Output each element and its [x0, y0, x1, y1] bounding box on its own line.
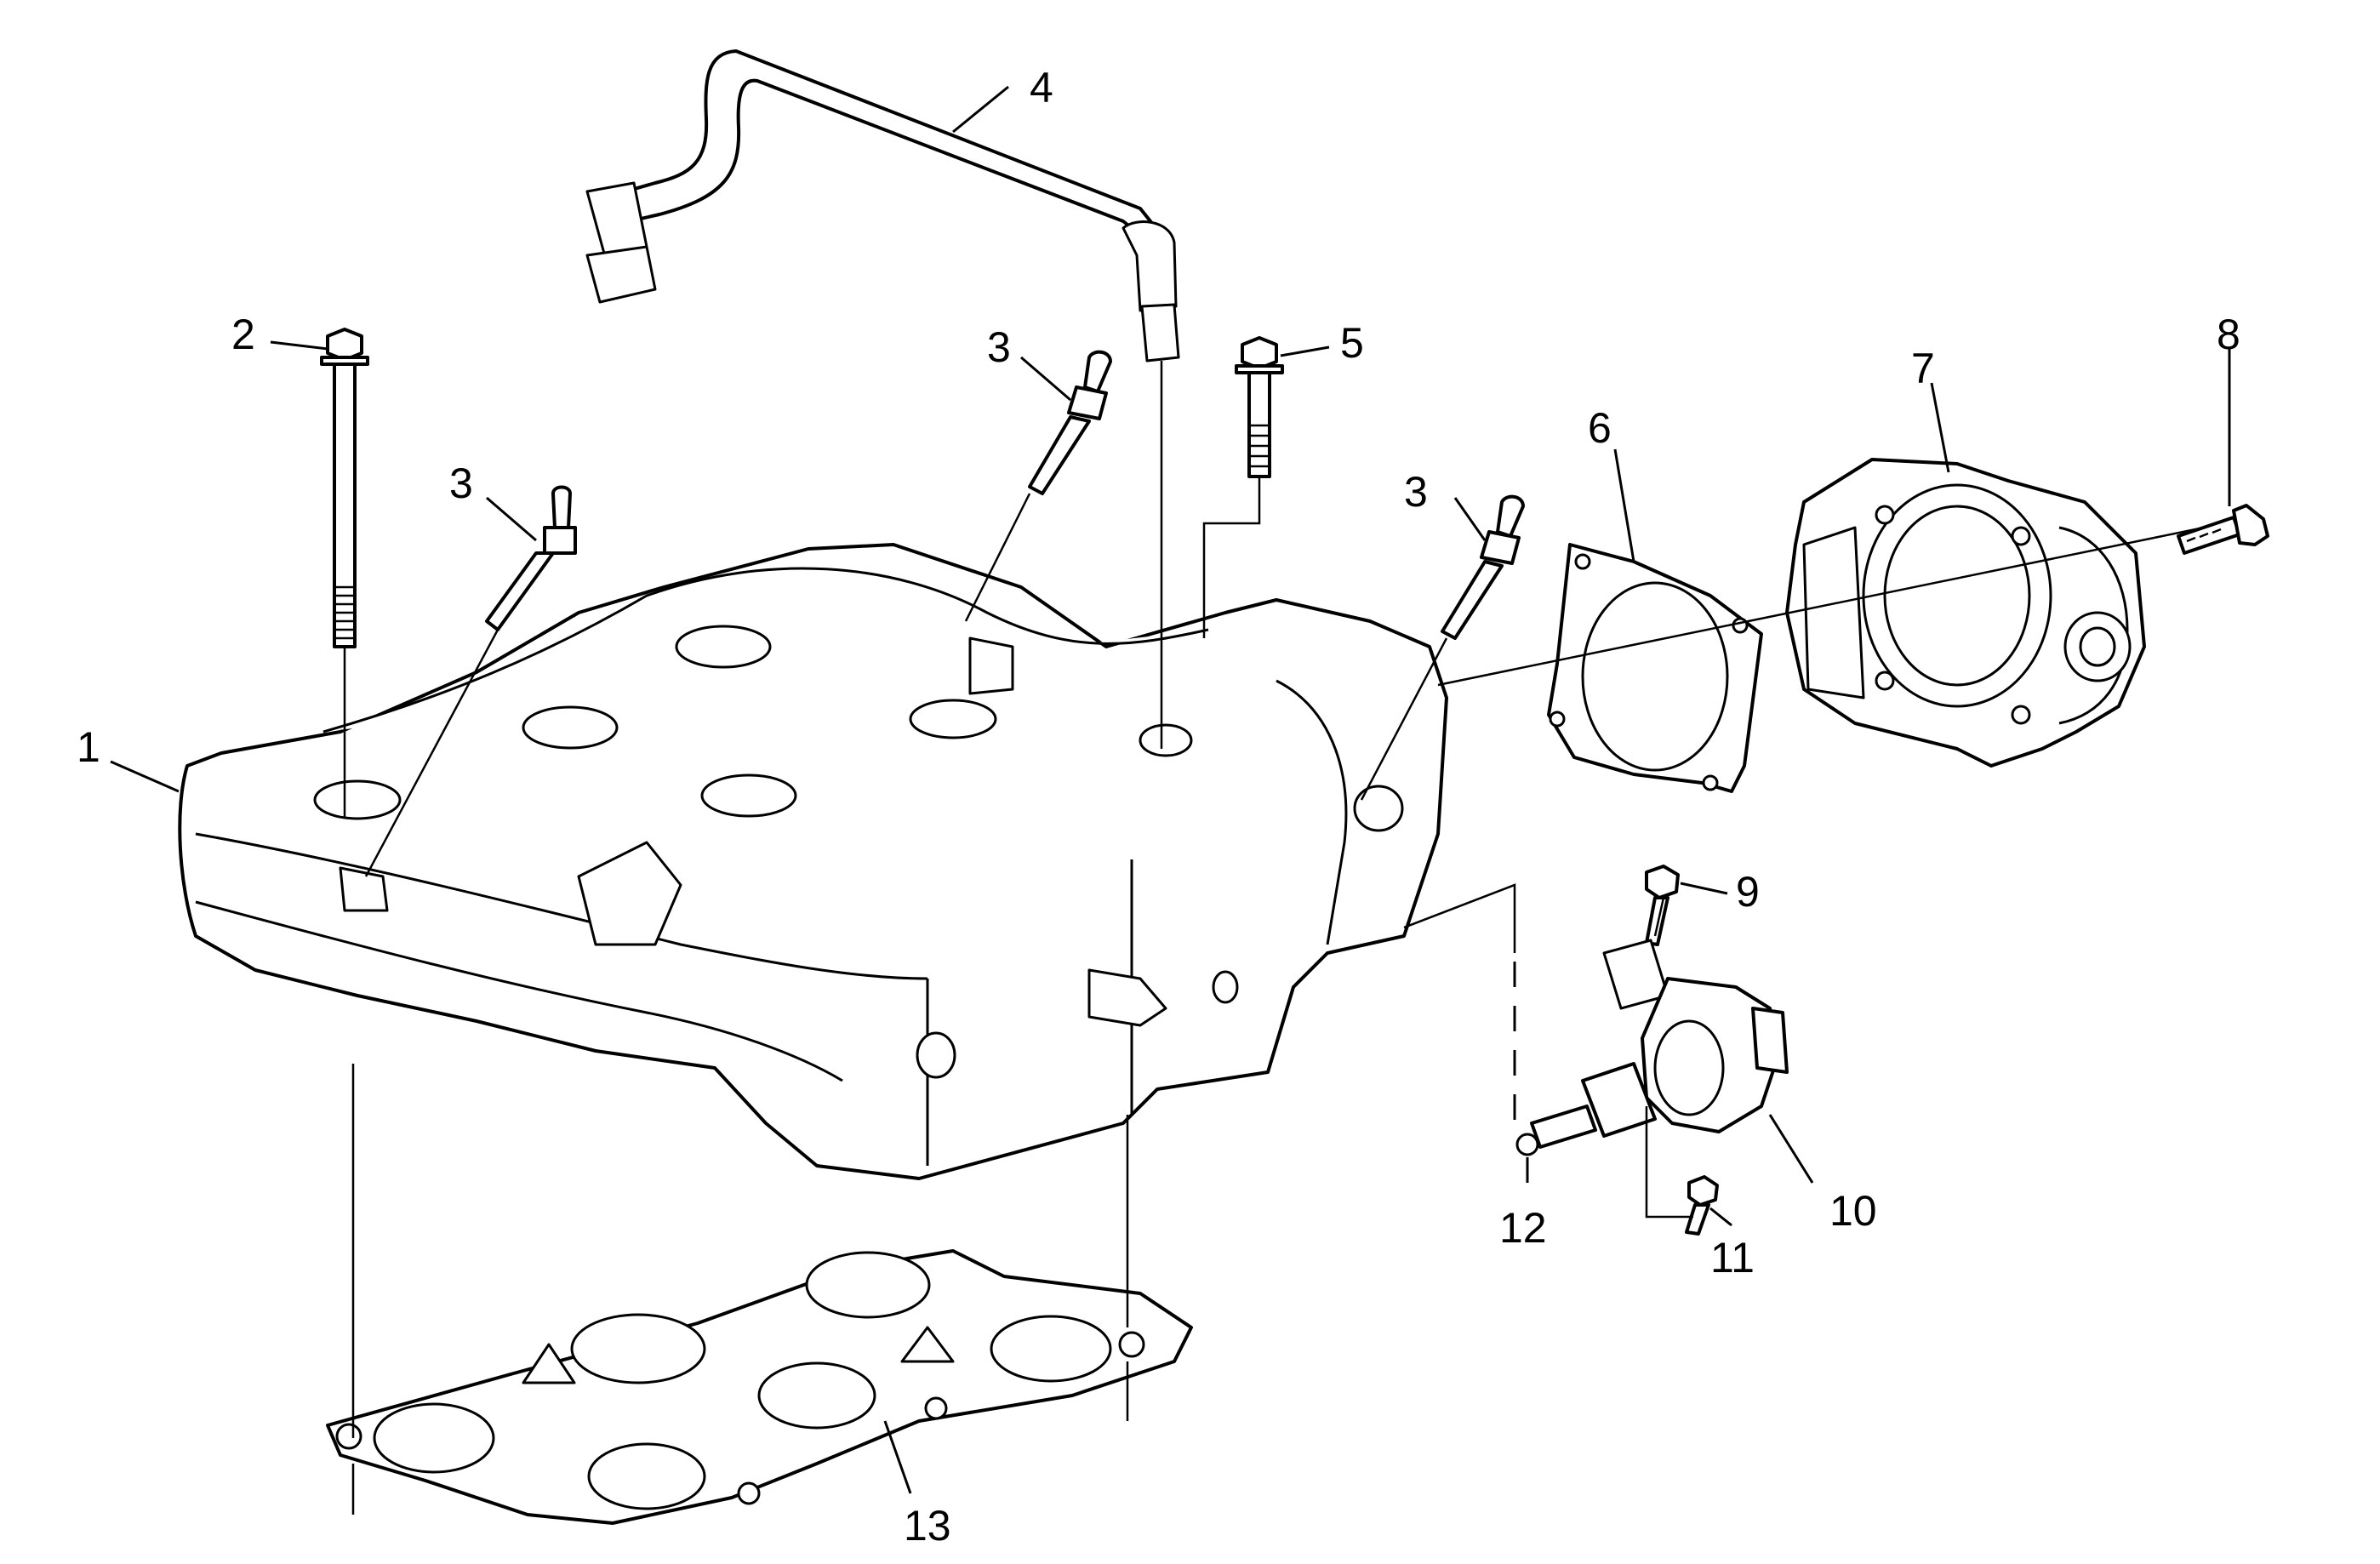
callout-4: 4: [1030, 64, 1053, 111]
bolt-5: [1235, 336, 1284, 478]
callout-9: 9: [1736, 868, 1760, 916]
manifold-gasket: [326, 1249, 1193, 1525]
callout-3b: 3: [987, 323, 1011, 371]
intake-manifold: [178, 543, 1448, 1180]
throttle-body: [1785, 458, 2146, 768]
pcv-hose: [585, 49, 1180, 362]
callout-2: 2: [231, 311, 255, 358]
callout-12: 12: [1499, 1204, 1547, 1252]
alignment-lines: [343, 361, 2205, 1515]
callout-leaders: [110, 85, 2231, 1494]
manifold-bolt-long: [320, 328, 369, 648]
stud-3c: [1441, 494, 1525, 640]
callout-5: 5: [1340, 319, 1364, 367]
callout-3c: 3: [1404, 468, 1428, 516]
callout-6: 6: [1588, 404, 1612, 452]
stud-3b: [1028, 350, 1112, 495]
callout-11: 11: [1710, 1234, 1755, 1281]
callout-7: 7: [1911, 345, 1935, 392]
throttle-body-bolt: [2177, 504, 2269, 555]
callout-1: 1: [77, 723, 100, 771]
callout-labels: 1 2 3 3 3 4 5 6 7 8 9 10 11 12 13: [77, 64, 2240, 1550]
evap-solenoid-assembly: [1515, 865, 1789, 1236]
callout-8: 8: [2217, 311, 2240, 358]
callout-13: 13: [904, 1502, 951, 1550]
callout-3a: 3: [449, 459, 473, 507]
throttle-body-gasket: [1547, 543, 1763, 793]
callout-10: 10: [1829, 1187, 1877, 1235]
